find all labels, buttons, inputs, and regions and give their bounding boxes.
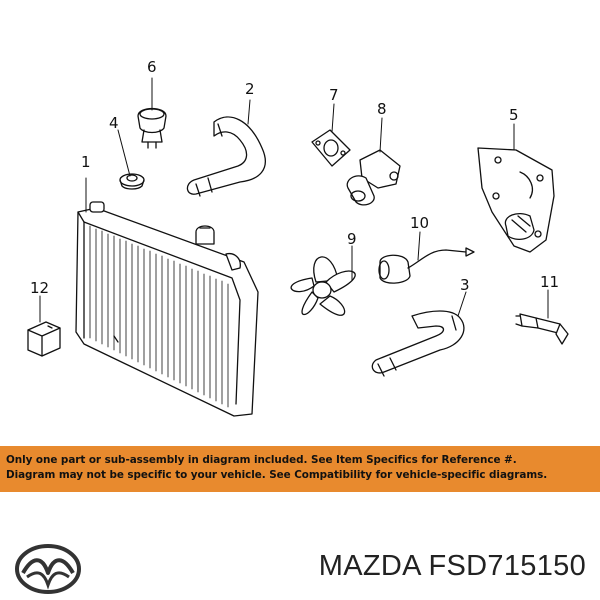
callout-1: 1 (81, 153, 91, 171)
disclaimer-line-2: Diagram may not be specific to your vehi… (6, 469, 548, 481)
water-pump-part (477, 147, 555, 253)
thermostat-part (119, 173, 145, 190)
relay-part (27, 321, 61, 357)
part-title: MAZDA FSD715150 (318, 550, 586, 582)
callout-12: 12 (30, 279, 49, 297)
callout-7: 7 (329, 86, 339, 104)
cooling-fan-part (290, 256, 356, 316)
callout-10: 10 (410, 214, 429, 232)
callout-8: 8 (377, 100, 387, 118)
fan-motor-part (378, 247, 475, 284)
disclaimer-line-1: Only one part or sub-assembly in diagram… (6, 454, 517, 466)
radiator-part (75, 201, 259, 417)
water-outlet-part (346, 149, 401, 206)
mazda-logo-icon (15, 544, 81, 594)
exploded-parts-diagram: 1 2 3 4 5 6 7 8 9 10 11 12 (27, 58, 569, 417)
disclaimer-banner: Only one part or sub-assembly in diagram… (0, 446, 600, 492)
callout-5: 5 (509, 106, 519, 124)
radiator-cap-part (137, 107, 167, 149)
callout-9: 9 (347, 230, 357, 248)
callout-2: 2 (245, 80, 255, 98)
lower-radiator-hose-part (371, 310, 465, 377)
temperature-sensor-part (515, 313, 569, 345)
callout-11: 11 (540, 273, 559, 291)
gasket-part (311, 129, 351, 167)
upper-radiator-hose-part (186, 116, 266, 197)
callout-3: 3 (460, 276, 470, 294)
callout-4: 4 (109, 114, 119, 132)
callout-6: 6 (147, 58, 157, 76)
